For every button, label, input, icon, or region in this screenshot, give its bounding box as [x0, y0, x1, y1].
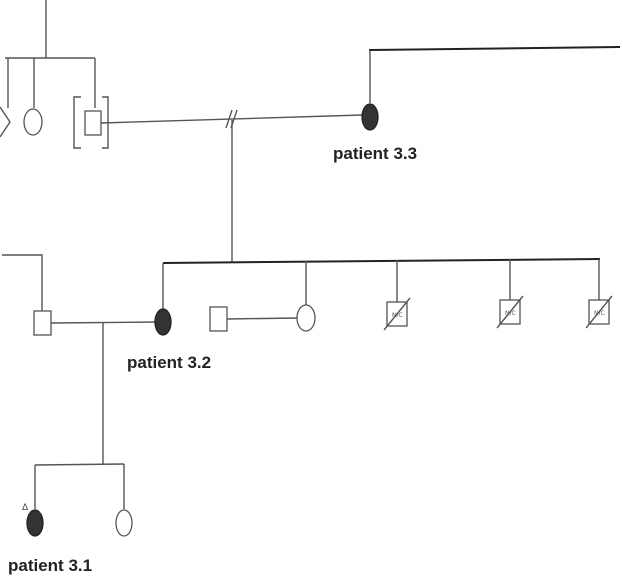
- gen2-marriage-line: [50, 321, 157, 324]
- deceased-male-nc-3: N/C: [585, 259, 613, 329]
- patient-3-2-label: patient 3.2: [127, 353, 212, 372]
- sibling-female-unaffected: [296, 304, 316, 332]
- deceased-male-3-strike: [585, 295, 613, 329]
- gen3-sibship-line: [34, 463, 125, 466]
- sibling-marriage-line: [226, 317, 299, 320]
- deceased-male-2-strike: [496, 295, 524, 329]
- deceased-male-nc-2: N/C: [496, 259, 524, 329]
- patient-3-1-label: patient 3.1: [8, 556, 93, 575]
- deceased-male-3-nc: N/C: [594, 310, 605, 317]
- patient-3-3-label: patient 3.3: [333, 144, 418, 163]
- deceased-male-1-nc: N/C: [392, 312, 403, 319]
- divorce-slash-1: [225, 109, 233, 129]
- husband-parent-line: [2, 254, 43, 311]
- husband-male-unaffected: [33, 310, 52, 336]
- gen1-marriage-line: [100, 114, 363, 124]
- patient-3-1-symbol: [26, 509, 44, 537]
- gen1-right-sibship-line: [368, 46, 621, 51]
- deceased-male-1-strike: [383, 297, 411, 331]
- partial-symbol-left-edge: [0, 106, 11, 138]
- deceased-male-2-nc: N/C: [505, 310, 516, 317]
- deceased-male-nc-1: N/C: [383, 260, 411, 331]
- patient-3-2-symbol: [154, 308, 172, 336]
- gen1-female-unaffected: [23, 108, 43, 136]
- gen2-sibship-line: [162, 258, 601, 264]
- proband-marker: Δ: [22, 503, 29, 513]
- sibling-spouse-male: [209, 306, 228, 332]
- gen3-sister-unaffected: [115, 509, 133, 537]
- patient-3-3-symbol: [361, 103, 379, 131]
- adoption-bracket-left: [73, 96, 81, 149]
- gen1-male-adopted: [84, 110, 102, 136]
